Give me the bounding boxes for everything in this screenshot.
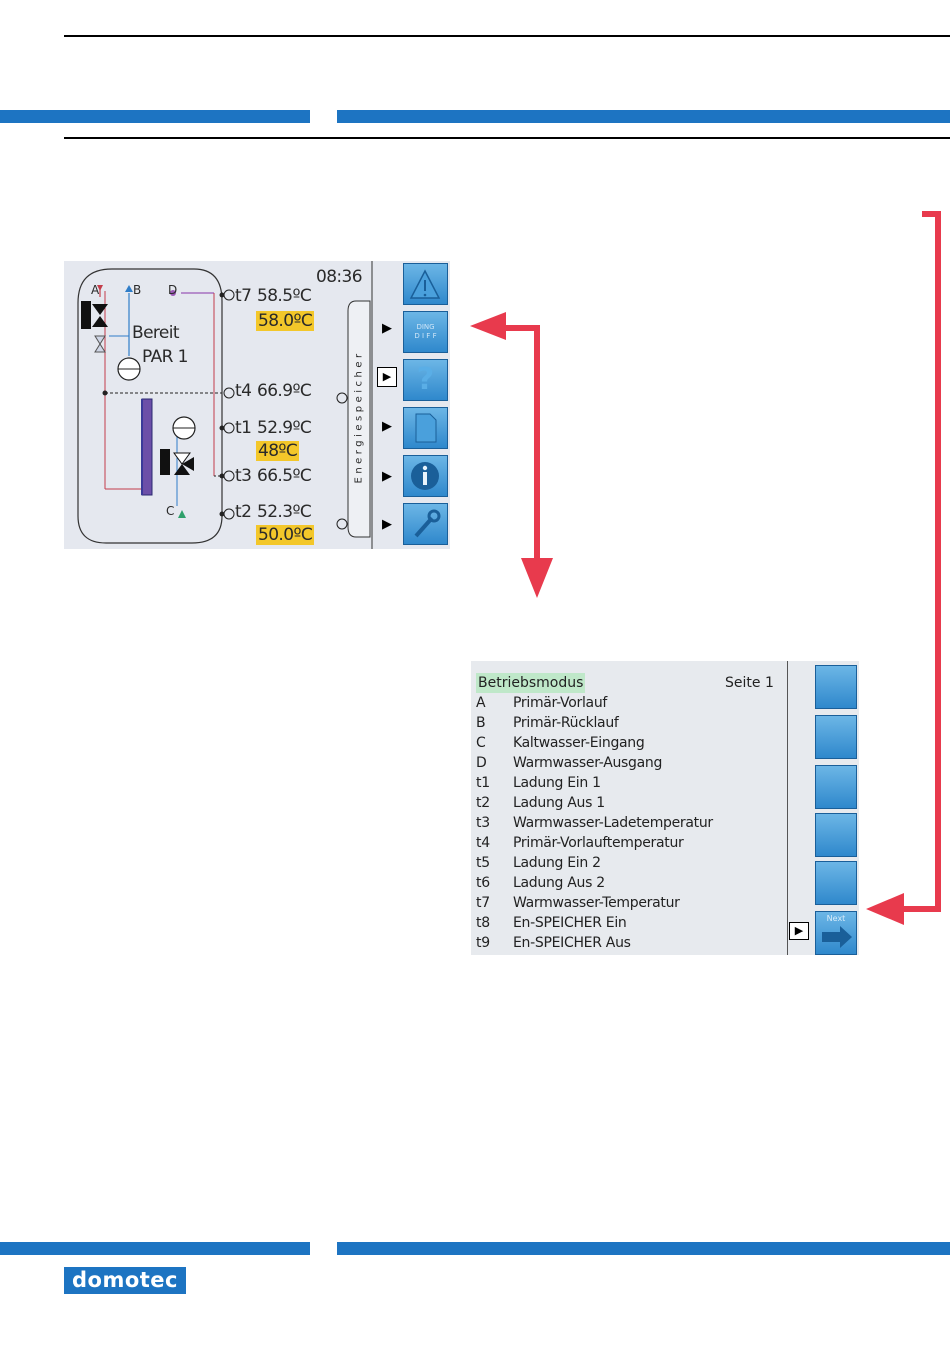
wrench-icon [414,509,441,538]
list-item-label: Ladung Ein 1 [513,775,601,791]
info-button[interactable] [403,455,448,497]
arrow-right-icon [822,926,852,948]
list-item-code: t9 [476,935,490,951]
header-band-left [0,110,310,123]
list-item-label: Warmwasser-Ladetemperatur [513,815,713,831]
list-item-code: C [476,735,486,751]
row-arrow-2-selected[interactable]: ▶ [377,367,397,387]
next-button[interactable]: Next [815,911,857,955]
double-arrow [497,325,540,560]
list-item-code: t4 [476,835,490,851]
row-arrow-1[interactable]: ▶ [382,321,392,336]
sensor-t2-id: t2 [235,502,252,522]
document-icon [415,413,437,443]
overview-screen: 08:36 A B D C Bereit PAR 1 t7 58.5ºC 58.… [64,261,450,549]
list-item-label: Kaltwasser-Eingang [513,735,645,751]
list-item-label: Primär-Vorlauftemperatur [513,835,684,851]
list-item-label: Primär-Rücklauf [513,715,619,731]
mode-button-text: DING [416,323,435,331]
side-button-2[interactable] [815,715,857,759]
double-arrow-head-left [470,312,506,340]
side-button-4[interactable] [815,813,857,857]
status-program: PAR 1 [142,347,188,367]
sensor-t1-id: t1 [235,418,252,438]
header-rule-top [64,35,950,37]
sensor-t7-actual: 58.5ºC [257,286,312,306]
side-button-5[interactable] [815,861,857,905]
next-label: Next [826,914,846,923]
domotec-logo: domotec [64,1267,186,1294]
list-item-label: Warmwasser-Temperatur [513,895,680,911]
sensor-t4-id: t4 [235,381,252,401]
row-arrow-4[interactable]: ▶ [382,469,392,484]
info-icon [411,462,439,490]
warning-icon [409,269,441,299]
row-arrow-5[interactable]: ▶ [382,517,392,532]
list-item-code: D [476,755,487,771]
header-rule-bottom [64,137,950,139]
energiespeicher-tab [347,300,371,538]
status-ready: Bereit [132,323,180,343]
help-button[interactable]: ? [403,359,448,401]
return-arrow-head [866,893,904,925]
list-item-label: En-SPEICHER Aus [513,935,631,951]
diagram-label-b: B [133,283,141,297]
list-item-label: Ladung Aus 1 [513,795,605,811]
list-item-code: A [476,695,486,711]
screen-title: Betriebsmodus [476,673,586,693]
double-arrow-head-down [521,558,553,598]
list-item-code: t1 [476,775,490,791]
sensor-t1-setpoint: 48ºC [256,441,300,461]
sensor-t3-actual: 66.5ºC [257,466,312,486]
sensor-t1-actual: 52.9ºC [257,418,312,438]
warning-button[interactable] [403,263,448,305]
sensor-t2-actual: 52.3ºC [257,502,312,522]
diagram-label-d: D [168,283,177,297]
footer-band-right [337,1242,950,1255]
page-indicator: Seite 1 [725,675,774,691]
sensor-t4-actual: 66.9ºC [257,381,312,401]
list-item-code: t5 [476,855,490,871]
mode-list-screen: Betriebsmodus Seite 1 A Primär-Vorlauf B P… [471,661,859,955]
sensor-t2-setpoint: 50.0ºC [256,525,315,545]
header-band-right [337,110,950,123]
clock: 08:36 [316,267,363,287]
list-item-label: Ladung Ein 2 [513,855,601,871]
row-arrow-selected[interactable]: ▶ [789,922,809,940]
document-button[interactable] [403,407,448,449]
settings-button[interactable] [403,503,448,545]
sensor-t3-id: t3 [235,466,252,486]
list-item-code: t2 [476,795,490,811]
energiespeicher-label[interactable]: Energiespeicher [353,350,365,484]
side-button-1[interactable] [815,665,857,709]
sensor-t7-setpoint: 58.0ºC [256,311,315,331]
list-item-label: Primär-Vorlauf [513,695,608,711]
list-item-code: B [476,715,486,731]
row-arrow-3[interactable]: ▶ [382,419,392,434]
list-item-code: t6 [476,875,490,891]
list-item-code: t7 [476,895,490,911]
return-arrow [892,211,941,912]
list-item-label: En-SPEICHER Ein [513,915,627,931]
list-item-code: t8 [476,915,490,931]
sensor-t7-id: t7 [235,286,252,306]
list-item-label: Warmwasser-Ausgang [513,755,663,771]
diagram-label-c: C [166,504,174,518]
footer-band-left [0,1242,310,1255]
storage-tank-diagram [77,261,373,549]
list-item-code: t3 [476,815,490,831]
diagram-label-a: A [91,283,99,297]
side-button-3[interactable] [815,765,857,809]
help-icon: ? [416,362,435,397]
list-item-label: Ladung Aus 2 [513,875,605,891]
